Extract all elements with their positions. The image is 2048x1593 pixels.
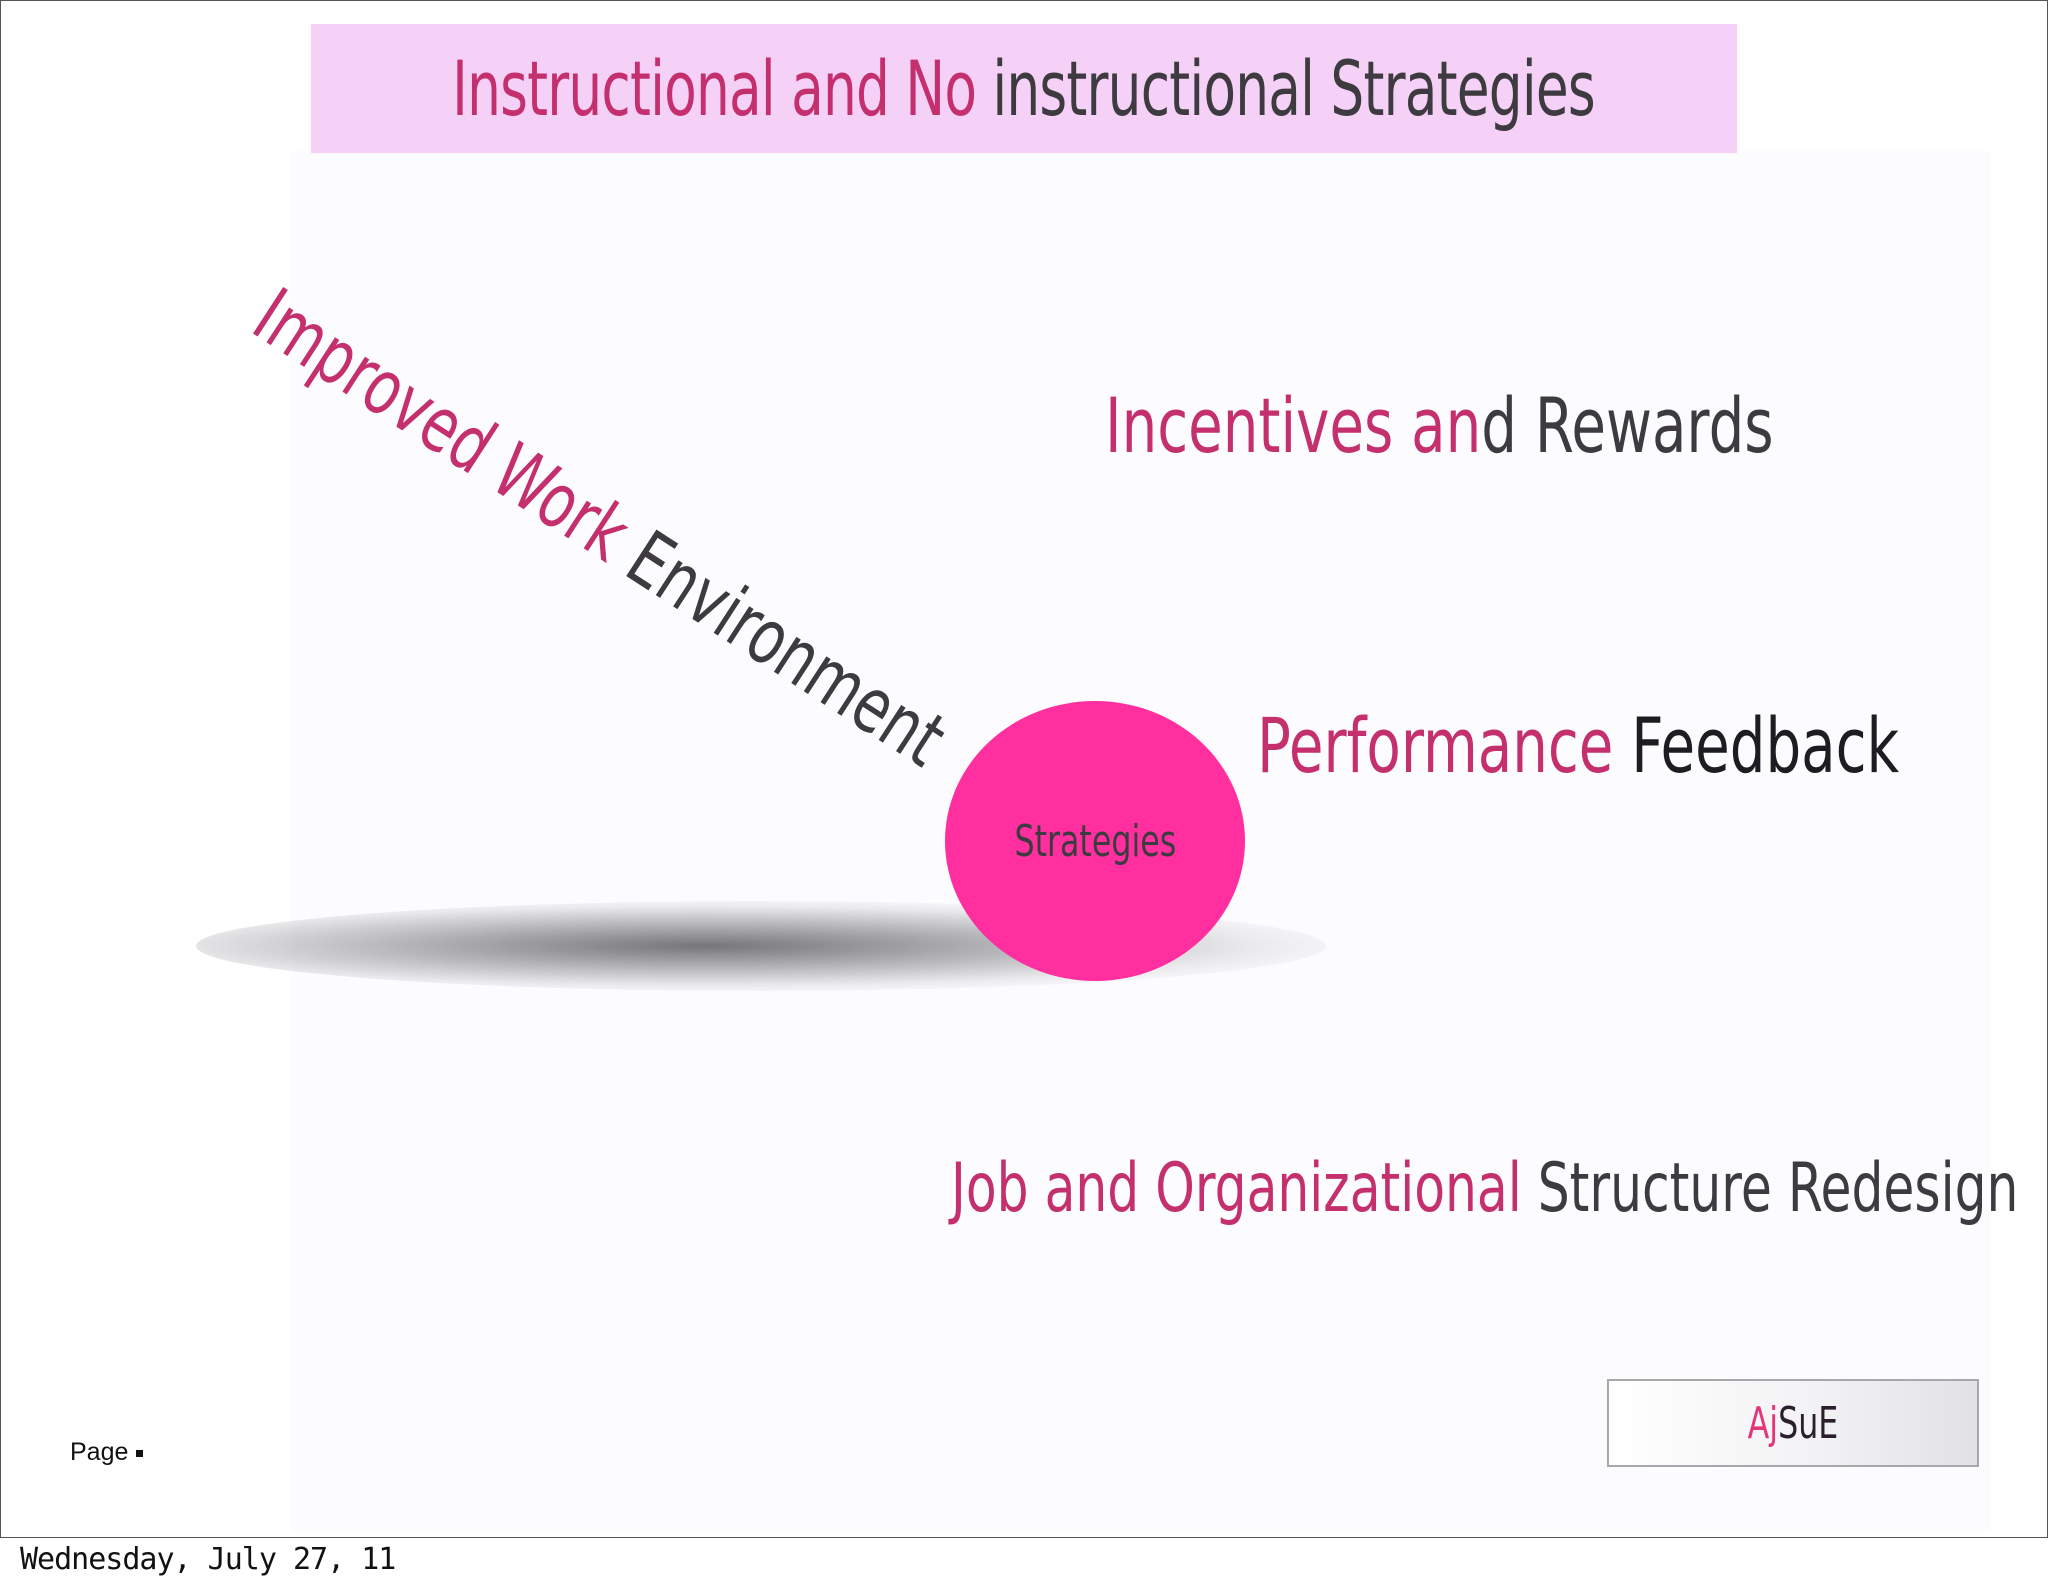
incentives-dark-part: d Rewards [1481, 381, 1774, 470]
label-job-structure-redesign: Job and Organizational Structure Redesig… [951, 1149, 2018, 1228]
label-incentives-rewards: Incentives and Rewards [1105, 381, 1774, 470]
logo-rest: SuE [1778, 1397, 1839, 1449]
slide-title: Instructional and No instructional Strat… [452, 44, 1597, 133]
title-band: Instructional and No instructional Strat… [311, 24, 1737, 153]
label-performance-feedback: Performance Feedback [1257, 701, 1899, 790]
title-rest: instructional Strategies [976, 44, 1596, 133]
job-dark-part: Structure Redesign [1521, 1149, 2019, 1228]
title-highlight: Instructional and No [452, 44, 978, 133]
page-bullet [136, 1449, 144, 1457]
performance-dark-part: Feedback [1613, 701, 1900, 790]
page-number: Page [70, 1438, 144, 1467]
slide: Instructional and No instructional Strat… [0, 0, 2048, 1538]
job-pink-part: Job and Organizational [951, 1149, 1522, 1228]
circle-label: Strategies [1014, 815, 1176, 867]
strategies-circle: Strategies [945, 701, 1245, 981]
incentives-pink-part: Incentives an [1105, 381, 1482, 470]
footer-date: Wednesday, July 27, 11 [20, 1542, 396, 1577]
logo-box: AjSuE [1607, 1379, 1979, 1467]
performance-pink-part: Performance [1257, 701, 1614, 790]
page-label-text: Page [70, 1438, 129, 1466]
logo: AjSuE [1748, 1398, 1839, 1449]
logo-accent: Aj [1747, 1397, 1779, 1449]
